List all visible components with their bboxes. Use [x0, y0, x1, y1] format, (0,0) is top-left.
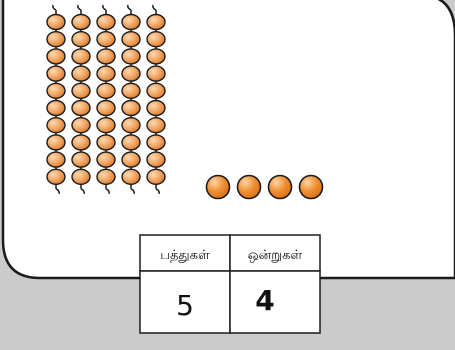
ones-bead — [207, 176, 230, 199]
tens-bead — [47, 101, 65, 116]
table-value-cell-ones — [230, 271, 320, 333]
tens-bead — [122, 66, 140, 81]
tens-bead — [97, 152, 115, 167]
tens-bead — [122, 135, 140, 150]
tens-bead — [97, 101, 115, 116]
tens-bead — [72, 49, 90, 64]
tens-bead — [47, 135, 65, 150]
tens-bead — [97, 135, 115, 150]
tens-bead — [47, 66, 65, 81]
tens-bead — [122, 101, 140, 116]
tens-bead — [72, 135, 90, 150]
tens-bead — [147, 152, 165, 167]
tens-bead — [97, 118, 115, 133]
tens-bead — [122, 169, 140, 184]
tens-bead — [47, 152, 65, 167]
tens-bead — [147, 15, 165, 30]
tens-value: 5 — [176, 289, 194, 322]
ones-value: 4 — [255, 284, 274, 317]
tens-bead — [122, 49, 140, 64]
tens-bead — [147, 169, 165, 184]
tens-bead — [47, 32, 65, 47]
tens-bead — [97, 49, 115, 64]
ones-bead — [269, 176, 292, 199]
tens-bead — [97, 32, 115, 47]
place-value-table: பத்துகள் ஒன்றுகள் 5 4 — [140, 235, 320, 333]
tens-bead — [147, 32, 165, 47]
ones-bead — [238, 176, 261, 199]
tens-bead — [147, 135, 165, 150]
tens-bead — [72, 15, 90, 30]
tens-bead — [147, 118, 165, 133]
tens-bead — [122, 32, 140, 47]
header-ones-label: ஒன்றுகள் — [248, 248, 303, 263]
tens-bead — [47, 15, 65, 30]
tens-bead — [122, 152, 140, 167]
tens-bead — [47, 49, 65, 64]
tens-bead — [72, 169, 90, 184]
tens-bead — [122, 15, 140, 30]
tens-bead — [72, 83, 90, 98]
tens-bead — [147, 49, 165, 64]
tens-bead — [47, 169, 65, 184]
tens-bead — [72, 101, 90, 116]
tens-bead — [72, 152, 90, 167]
tens-bead — [47, 83, 65, 98]
ones-bead — [300, 176, 323, 199]
tens-bead — [97, 169, 115, 184]
tens-bead — [97, 15, 115, 30]
tens-bead — [147, 83, 165, 98]
tens-bead — [97, 66, 115, 81]
tens-bead — [147, 66, 165, 81]
tens-bead — [97, 83, 115, 98]
tens-bead — [147, 101, 165, 116]
tens-bead — [72, 32, 90, 47]
tens-bead — [47, 118, 65, 133]
tens-bead — [72, 66, 90, 81]
tens-bead — [122, 118, 140, 133]
header-tens-label: பத்துகள் — [160, 248, 210, 263]
tens-bead — [122, 83, 140, 98]
tens-bead — [72, 118, 90, 133]
